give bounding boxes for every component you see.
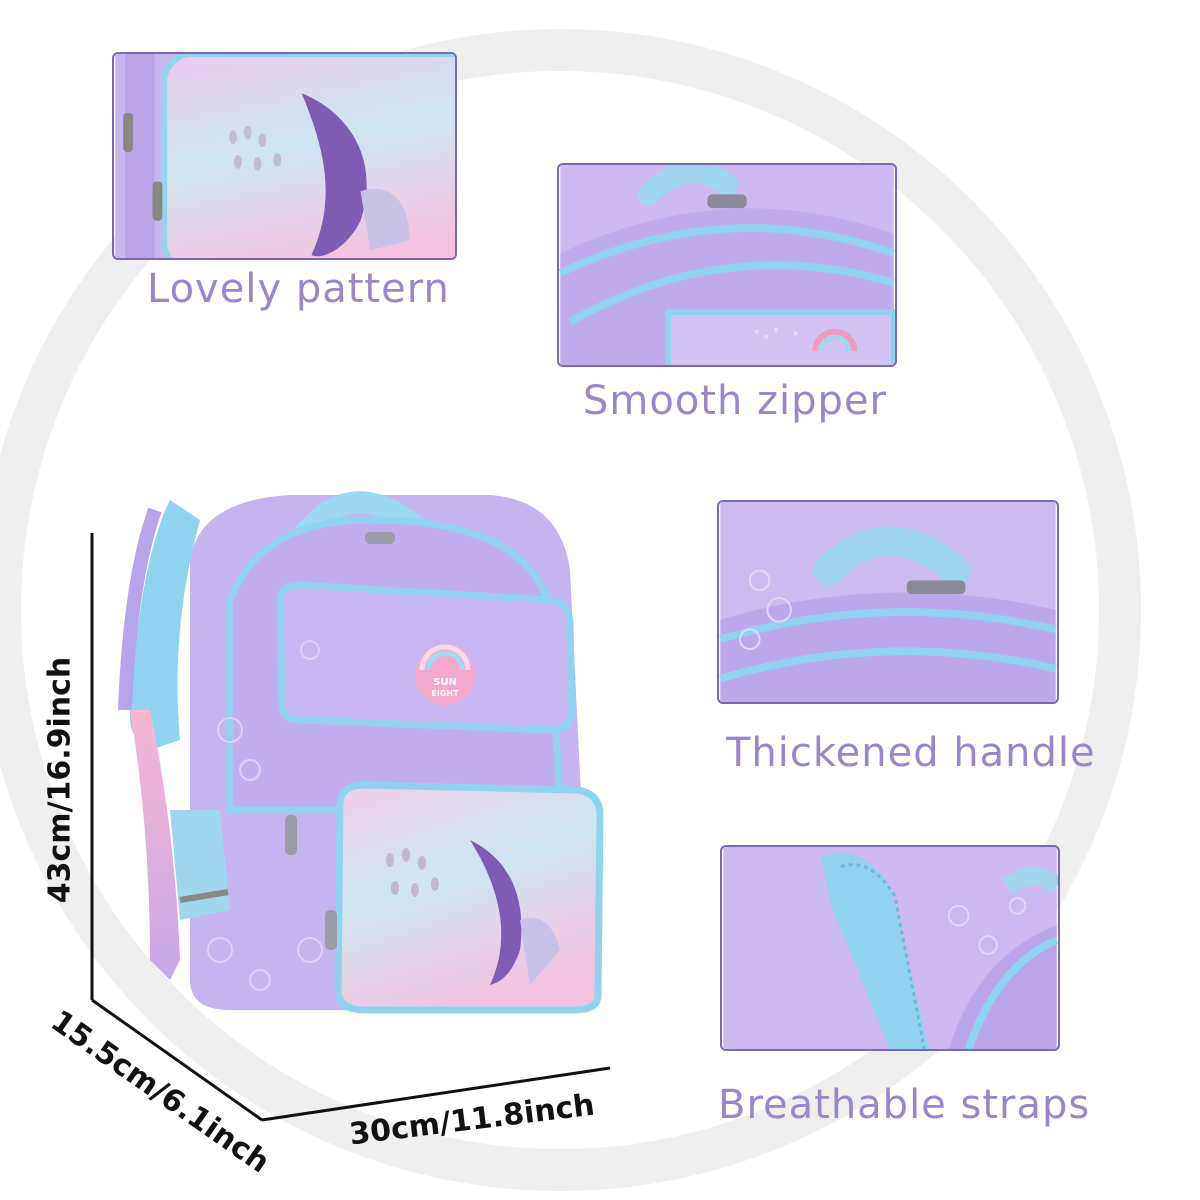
detail-photo-straps — [720, 845, 1060, 1051]
callout-smooth-zipper: Smooth zipper — [583, 378, 887, 424]
callout-breathable-straps: Breathable straps — [718, 1082, 1091, 1128]
dimension-height: 43cm/16.9inch — [42, 656, 78, 904]
detail-photo-pattern — [112, 52, 457, 260]
badge-line-2: EIGHT — [431, 689, 459, 698]
badge-line-1: SUN — [433, 677, 457, 688]
backpack-illustration: SUN EIGHT — [118, 491, 604, 1014]
callout-thickened-handle: Thickened handle — [726, 730, 1096, 776]
callout-lovely-pattern: Lovely pattern — [147, 266, 450, 312]
detail-photo-handle — [717, 500, 1059, 704]
detail-photo-zipper — [557, 163, 897, 367]
